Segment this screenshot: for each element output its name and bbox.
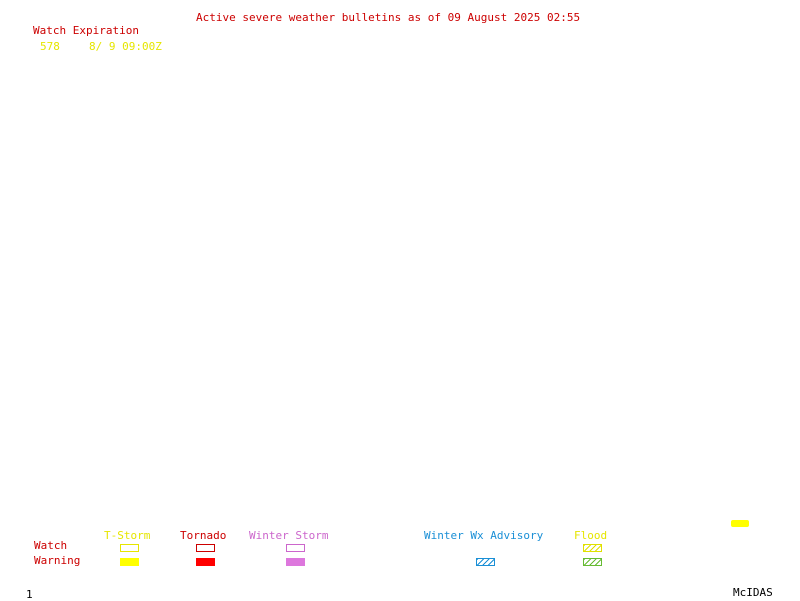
legend-flood-heading: Flood <box>574 529 608 542</box>
legend-winter-wx-advisory-swatch <box>476 558 495 566</box>
legend-tstorm-warning-swatch <box>120 558 139 566</box>
legend-watch-row-label: Watch <box>34 539 68 552</box>
legend-tornado-warning-swatch <box>196 558 215 566</box>
legend-winter-storm-heading: Winter Storm <box>249 529 329 542</box>
watch-expiration-label: Watch Expiration <box>33 24 139 37</box>
software-label: McIDAS <box>733 586 773 599</box>
legend-tstorm-watch-swatch <box>120 544 139 552</box>
legend-tornado-heading: Tornado <box>180 529 227 542</box>
legend-flood-watch-swatch <box>583 544 602 552</box>
legend-winter-storm-warning-swatch <box>286 558 305 566</box>
legend-warning-row-label: Warning <box>34 554 81 567</box>
legend-flood-warning-swatch <box>583 558 602 566</box>
bulletin-title: Active severe weather bulletins as of 09… <box>196 11 581 24</box>
watch-expiry-time: 8/ 9 09:00Z <box>89 40 162 53</box>
frame-number: 1 <box>26 588 33 601</box>
legend-winter-wx-advisory-heading: Winter Wx Advisory <box>424 529 544 542</box>
legend-tstorm-heading: T-Storm <box>104 529 151 542</box>
watch-number: 578 <box>40 40 60 53</box>
active-watch-area <box>731 520 749 527</box>
legend-tornado-watch-swatch <box>196 544 215 552</box>
legend-winter-storm-watch-swatch <box>286 544 305 552</box>
